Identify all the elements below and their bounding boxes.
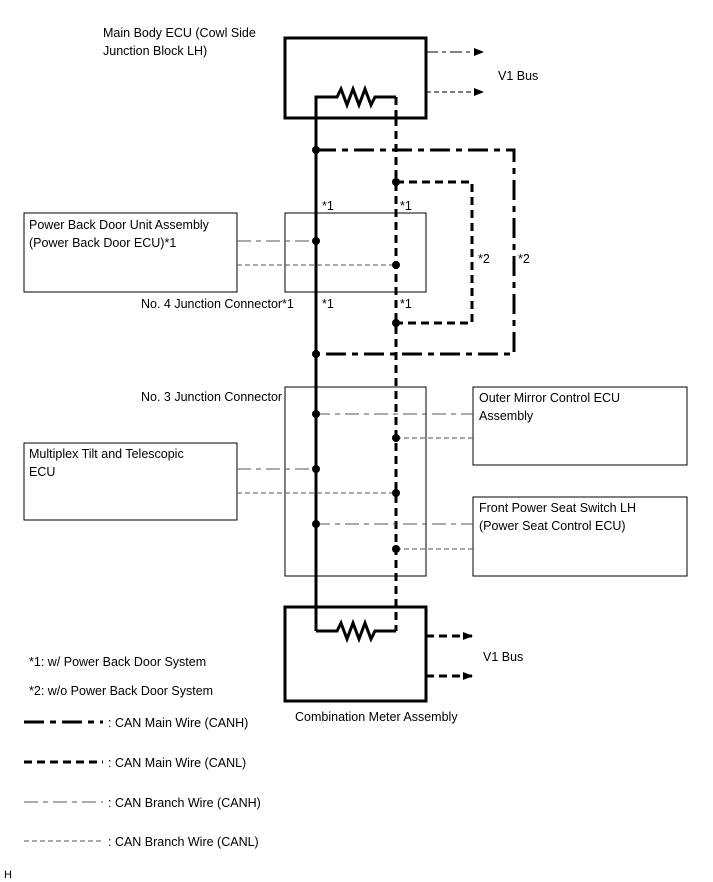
legend: : CAN Main Wire (CANH) : CAN Main Wire (…	[24, 716, 261, 849]
v1-bus-label: V1 Bus	[498, 69, 538, 83]
terminating-resistor-icon	[316, 618, 396, 644]
legend-label: : CAN Main Wire (CANL)	[108, 756, 246, 770]
main-body-ecu-label: Junction Block LH)	[103, 44, 207, 58]
note-mark: *2	[518, 252, 530, 266]
main-body-ecu-box	[283, 36, 428, 120]
front-power-seat-label: (Power Seat Control ECU)	[479, 519, 626, 533]
note-1: *1: w/ Power Back Door System	[29, 655, 206, 669]
multiplex-tilt-telescopic-ecu	[23, 442, 238, 521]
note-2: *2: w/o Power Back Door System	[29, 684, 213, 698]
combination-meter: V1 Bus Combination Meter Assembly	[283, 605, 523, 724]
terminating-resistor-icon	[314, 84, 396, 118]
note-mark: *1	[400, 297, 412, 311]
no3-junction-connector	[284, 386, 427, 577]
power-back-door-label: (Power Back Door ECU)*1	[29, 236, 176, 250]
legend-label: : CAN Main Wire (CANH)	[108, 716, 248, 730]
main-body-ecu-label: Main Body ECU (Cowl Side	[103, 26, 256, 40]
legend-label: : CAN Branch Wire (CANL)	[108, 835, 259, 849]
outer-mirror-ecu	[472, 386, 688, 466]
note-mark: *1	[322, 297, 334, 311]
combination-meter-box	[283, 605, 428, 703]
note-mark: *1	[322, 199, 334, 213]
bypass-canl	[396, 180, 474, 325]
note-mark: *1	[400, 199, 412, 213]
v1-bus-label: V1 Bus	[483, 650, 523, 664]
combination-meter-label: Combination Meter Assembly	[295, 710, 458, 724]
front-power-seat-label: Front Power Seat Switch LH	[479, 501, 636, 515]
outer-mirror-label: Assembly	[479, 409, 534, 423]
power-back-door-label: Power Back Door Unit Assembly	[29, 218, 210, 232]
no3-junction-label: No. 3 Junction Connector	[141, 390, 282, 404]
power-back-door-ecu	[23, 212, 238, 293]
main-body-ecu: Main Body ECU (Cowl Side Junction Block …	[103, 26, 538, 120]
no4-junction-connector	[284, 212, 427, 293]
figure-code: H	[4, 869, 12, 881]
front-power-seat-switch	[472, 496, 688, 577]
multiplex-tilt-label: Multiplex Tilt and Telescopic	[29, 447, 184, 461]
no4-junction-label: No. 4 Junction Connector*1	[141, 297, 294, 311]
legend-label: : CAN Branch Wire (CANH)	[108, 796, 261, 810]
bypass-canh	[316, 148, 516, 356]
outer-mirror-label: Outer Mirror Control ECU	[479, 391, 620, 405]
note-mark: *2	[478, 252, 490, 266]
multiplex-tilt-label: ECU	[29, 465, 55, 479]
